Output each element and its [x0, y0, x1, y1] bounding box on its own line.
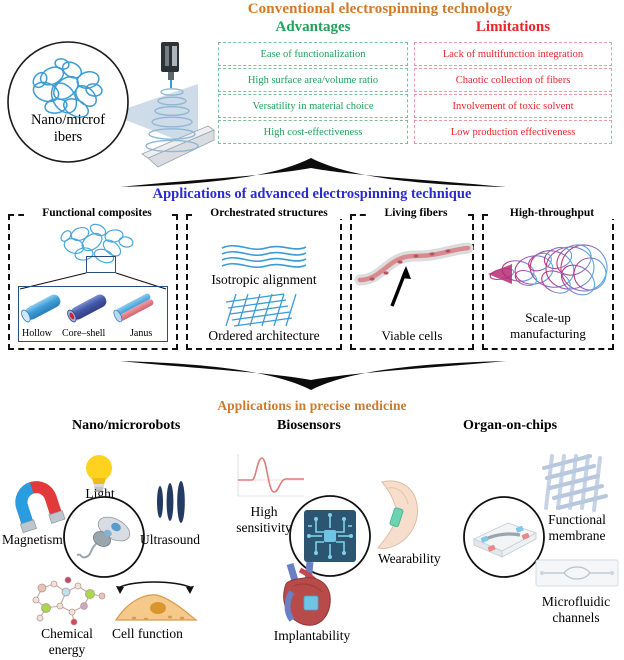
cell-dots: [369, 249, 451, 281]
fiber-type-label-hollow: Hollow: [22, 328, 52, 339]
bottom-section-title: Applications in precise medicine: [217, 398, 407, 413]
heart-implant-icon: [272, 560, 350, 632]
advantage-item-2: Versatility in material choice: [218, 94, 408, 118]
horseshoe-magnet-icon: [8, 478, 66, 534]
hollow-fiber-icon: [21, 294, 61, 323]
implanted-sensor-icon: [303, 595, 319, 611]
limitation-item-2: Involvement of toxic solvent: [414, 94, 612, 118]
label-channels-line1: Microfluidic: [541, 594, 611, 609]
ultrasound-icon: [152, 480, 190, 524]
fiber-type-label-coreshell: Core–shell: [62, 328, 106, 339]
label-sensitivity-line2: sensitivity: [236, 520, 292, 535]
tangled-nanofibers-icon: [32, 58, 103, 118]
fiber-type-label-janus: Janus: [130, 328, 153, 339]
light-bulb-icon: [82, 452, 116, 492]
fiber-types-box: [18, 286, 168, 342]
caption-scaleup-line1: Scale-up: [525, 310, 571, 325]
caption-ordered-architecture: Ordered architecture: [208, 328, 320, 343]
label-sensitivity-line1: High: [250, 504, 278, 519]
advantage-item-3: High cost-effectiveness: [218, 120, 408, 144]
label-chemical-line1: Chemical: [41, 626, 93, 641]
caption-scaleup-line2: manufacturing: [510, 326, 586, 341]
advantage-item-0: Ease of functionalization: [218, 42, 408, 66]
limitation-item-3: Low production effectiveness: [414, 120, 612, 144]
bottom-header-biosensors: Biosensors: [277, 418, 341, 433]
panel-header-orchestrated-structures: Orchestrated structures: [194, 207, 344, 219]
cell-function-icon: [112, 581, 200, 626]
panel-header-high-throughput: High-throughput: [490, 207, 614, 219]
limitation-item-1: Chaotic collection of fibers: [414, 68, 612, 92]
microfluidic-channels-icon: [534, 556, 620, 590]
composite-zoom-box: [86, 256, 116, 273]
nanofiber-label: Nano/microf ibers: [8, 112, 128, 146]
skin-patch-sensor-icon: [389, 507, 404, 527]
panel-header-functional-composites: Functional composites: [24, 207, 170, 219]
panel-header-living-fibers: Living fibers: [366, 207, 466, 219]
ordered-architecture-icon: [222, 292, 308, 328]
brace-arrow-down-2: [118, 360, 508, 392]
collector-plate-icon: [141, 125, 215, 168]
caption-viable-cells: Viable cells: [381, 328, 443, 343]
label-functional-membrane: Functional membrane: [530, 512, 624, 544]
microfluidic-chip-icon: [472, 522, 538, 558]
label-cell-function: Cell function: [112, 626, 183, 641]
label-implantability: Implantability: [273, 628, 351, 643]
janus-fiber-icon: [113, 293, 154, 323]
syringe-pump-icon: [161, 42, 179, 88]
label-microfluidic-channels: Microfluidic channels: [528, 594, 624, 626]
advantage-item-1: High surface area/volume ratio: [218, 68, 408, 92]
label-wearability: Wearability: [378, 551, 441, 566]
biosensor-chip-circle: [288, 494, 372, 578]
composite-fiber-mat-icon: [56, 222, 142, 268]
limitations-list: Lack of multifunction integration Chaoti…: [414, 42, 612, 144]
zoom-cone-shape: [110, 84, 198, 148]
nanofiber-label-line2: ibers: [53, 129, 83, 145]
bottom-header-organonchips: Organ-on-chips: [463, 418, 558, 433]
nanorobot-circle: [62, 495, 146, 579]
limitations-header: Limitations: [475, 19, 551, 35]
sensitivity-signal-plot-icon: [230, 452, 306, 504]
middle-section-title: Applications of advanced electrospinning…: [152, 186, 472, 202]
nanorobot-icon: [76, 516, 131, 559]
label-chemical-energy: Chemical energy: [20, 626, 114, 658]
isotropic-alignment-icon: [220, 240, 308, 270]
limitation-item-0: Lack of multifunction integration: [414, 42, 612, 66]
top-section-title: Conventional electrospinning technology: [247, 1, 513, 17]
label-chemical-line2: energy: [48, 642, 86, 657]
fiber-type-illustrations: [20, 288, 166, 328]
label-channels-line2: channels: [552, 610, 600, 625]
brace-arrow-up-1: [118, 156, 508, 188]
advantages-header: Advantages: [275, 19, 351, 35]
label-magnetism: Magnetism: [2, 532, 63, 547]
label-high-sensitivity: High sensitivity: [222, 504, 306, 536]
core-shell-fiber-icon: [67, 294, 107, 323]
wearable-arm-icon: [372, 478, 432, 558]
caption-scaleup: Scale-up manufacturing: [482, 310, 614, 342]
jet-coil-icon: [145, 88, 199, 153]
label-membrane-line1: Functional: [548, 512, 606, 527]
caption-isotropic-alignment: Isotropic alignment: [211, 272, 317, 287]
label-ultrasound: Ultrasound: [140, 532, 200, 547]
nanofiber-magnifier-circle: [7, 41, 129, 163]
living-fiber-with-cells-icon: [354, 238, 474, 308]
scaleup-fiber-plume-icon: [486, 238, 612, 304]
label-membrane-line2: membrane: [548, 528, 606, 543]
pointer-arrow-icon: [390, 266, 411, 307]
organ-chip-circle: [462, 495, 546, 579]
bottom-header-nanorobots: Nano/microrobots: [72, 418, 181, 433]
functional-membrane-icon: [538, 452, 616, 514]
electrospinning-apparatus-illustration: Nano/microf ibers: [2, 18, 215, 170]
nanofiber-label-line1: Nano/microf: [30, 112, 106, 128]
advantages-list: Ease of functionalization High surface a…: [218, 42, 408, 144]
chemical-molecule-icon: [22, 574, 112, 628]
